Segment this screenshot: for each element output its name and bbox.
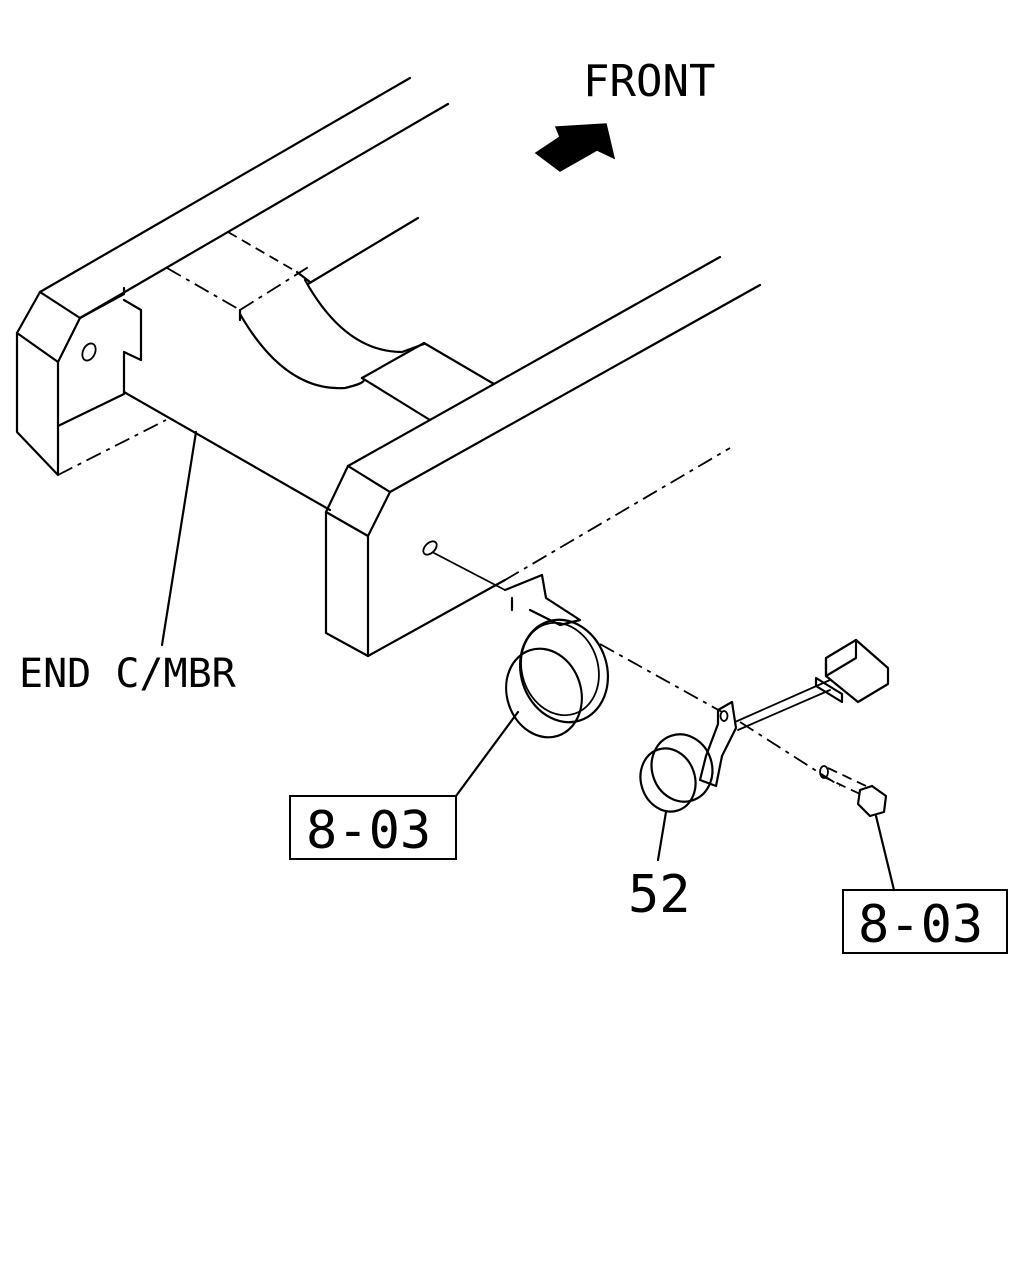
end-member-leader xyxy=(160,430,198,647)
end-member-label: END C/MBR xyxy=(19,651,237,697)
ref-right-leader xyxy=(874,814,896,892)
centerline-dash xyxy=(599,643,723,713)
part-52-assembly xyxy=(639,638,890,813)
part-52-leader xyxy=(656,810,668,862)
front-arrow-icon xyxy=(534,123,616,172)
centerline-dash-2 xyxy=(739,721,841,787)
rear-cross-member xyxy=(15,76,496,512)
ref-left-leader xyxy=(454,710,520,798)
ref-left-label: 8-03 xyxy=(306,801,431,861)
ref-box-left xyxy=(289,795,457,860)
ref-right-label: 8-03 xyxy=(858,895,983,955)
front-cross-member xyxy=(123,255,762,658)
centerline xyxy=(433,552,506,591)
ref-box-right xyxy=(842,889,1008,954)
front-label: FRONT xyxy=(583,56,715,107)
bolt xyxy=(819,765,888,818)
horn-assembly xyxy=(503,573,610,739)
part-number-label: 52 xyxy=(628,865,691,925)
